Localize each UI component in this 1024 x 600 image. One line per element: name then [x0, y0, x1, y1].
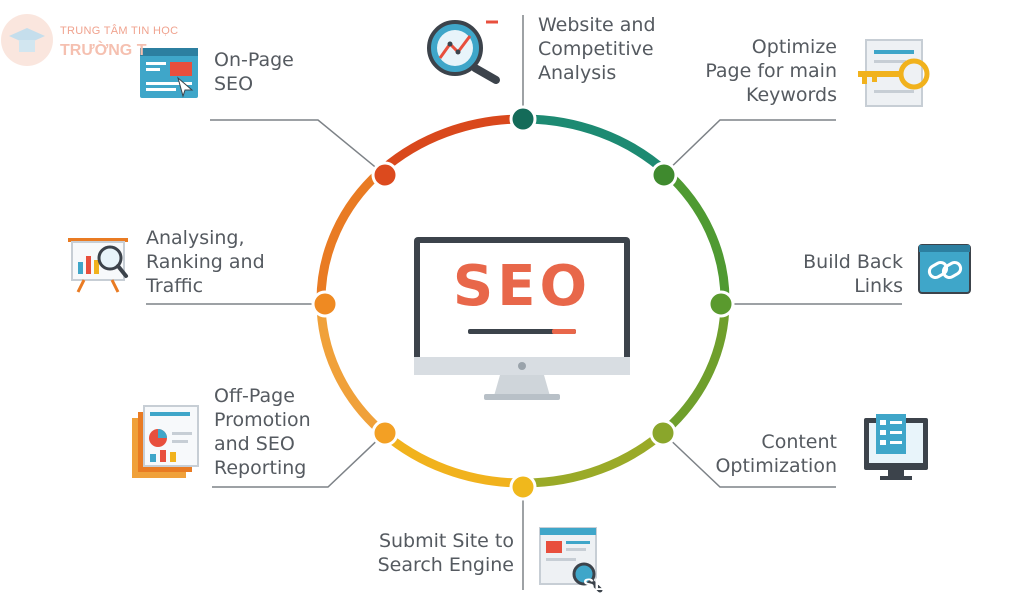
label-on-page-seo: On-Page SEO [214, 49, 294, 95]
connector-lines [146, 15, 902, 590]
ring-arc-olive [662, 300, 730, 434]
checklist-monitor-icon [864, 414, 928, 480]
ring-arc-deep-orange [316, 168, 384, 302]
ring-arc-red [376, 114, 524, 176]
ring-arc-green [662, 168, 730, 302]
node-off-page [371, 419, 399, 447]
center-title: SEO [452, 254, 592, 319]
magnifier-chart-icon [427, 20, 500, 84]
label-optimize-keywords: Optimize Page for main Keywords [705, 36, 837, 106]
browser-window-icon [140, 48, 198, 98]
search-page-icon [539, 527, 603, 593]
ring-arc-orange [316, 300, 384, 434]
label-off-page-promotion: Off-Page Promotion and SEO Reporting [214, 385, 311, 479]
watermark-line-2: TRƯỜNG T [60, 42, 147, 59]
connector-off-page [212, 432, 386, 488]
report-documents-icon [132, 405, 199, 478]
node-content [649, 419, 677, 447]
presentation-board-icon [68, 238, 128, 293]
monitor-icon [414, 237, 630, 400]
ring-arc-lime [522, 426, 670, 488]
connector-keywords [662, 119, 836, 176]
node-competitive [509, 105, 537, 133]
process-ring [316, 114, 730, 488]
label-content-optimization: Content Optimization [715, 431, 837, 477]
connector-content [662, 432, 836, 488]
node-submit [509, 473, 537, 501]
node-on-page [371, 161, 399, 189]
label-analysing-ranking: Analysing, Ranking and Traffic [146, 227, 265, 297]
label-submit-site: Submit Site to Search Engine [377, 530, 514, 576]
node-analysing [311, 290, 339, 318]
node-backlinks [707, 290, 735, 318]
progress-fill [552, 329, 576, 334]
ring-arc-teal [522, 114, 670, 176]
key-document-icon [858, 39, 930, 107]
label-build-back-links: Build Back Links [803, 251, 903, 297]
ring-nodes [311, 105, 735, 501]
watermark-bottom: SE [583, 575, 606, 594]
watermark-logo-icon [1, 14, 53, 66]
watermark-line-1: TRUNG TÂM TIN HỌC [60, 25, 179, 37]
ring-arc-yellow [376, 426, 524, 488]
chain-link-icon [918, 244, 971, 294]
connector-on-page [210, 119, 386, 176]
progress-track [468, 329, 576, 334]
label-website-competitive: Website and Competitive Analysis [538, 14, 656, 84]
node-keywords [650, 161, 678, 189]
